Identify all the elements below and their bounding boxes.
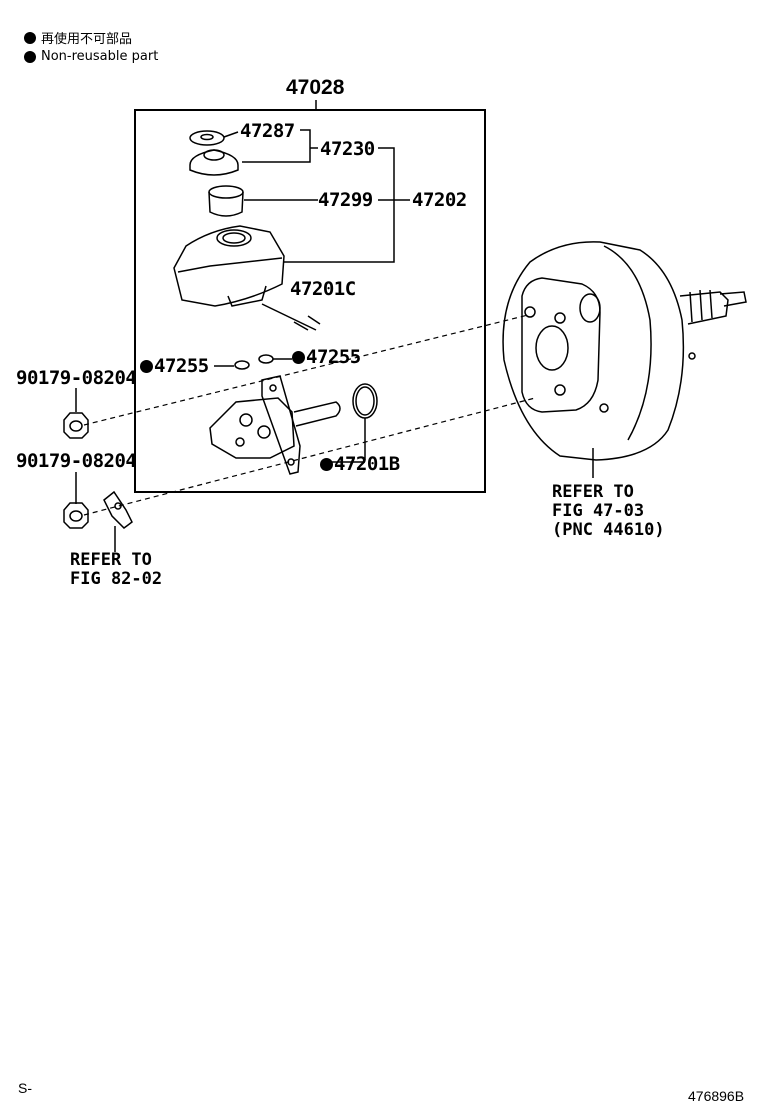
reservoir-47202-shape: [173, 225, 285, 307]
o-ring-47201B-shape: [352, 383, 378, 419]
alignment-lines: [83, 314, 536, 516]
legend-jp: 再使用不可部品: [24, 28, 132, 47]
leader-lines: [75, 129, 594, 552]
strainer-47299-shape: [208, 185, 244, 217]
bracket-shape: [103, 490, 133, 529]
label-47202: 47202: [412, 189, 467, 211]
label-47201B: 47201B: [320, 453, 400, 475]
non-reusable-dot-icon: [24, 31, 36, 44]
label-47299: 47299: [318, 189, 373, 211]
non-reusable-dot-icon: [292, 351, 305, 364]
label-47255-left-text: 47255: [154, 355, 209, 377]
label-47287: 47287: [240, 120, 295, 142]
legend-jp-text: 再使用不可部品: [41, 32, 133, 47]
seal-47255-left-shape: [234, 360, 250, 370]
non-reusable-dot-icon: [320, 458, 333, 471]
booster-reference: REFER TO FIG 47-03 (PNC 44610): [552, 482, 665, 540]
label-47255-right-text: 47255: [306, 346, 361, 368]
label-47201B-text: 47201B: [334, 453, 400, 475]
legend-en-text: Non-reusable part: [41, 49, 159, 64]
label-nut-lower: 90179-08204: [16, 450, 137, 472]
assembly-box: [134, 109, 486, 493]
brake-booster-shape: [502, 241, 747, 461]
footer-right: 476896B: [688, 1088, 745, 1104]
pin-47201C-shape: [261, 303, 321, 331]
nut-upper-shape: [63, 412, 89, 439]
label-nut-upper: 90179-08204: [16, 367, 137, 389]
label-47201C: 47201C: [290, 278, 356, 300]
seal-47255-right-shape: [258, 354, 274, 364]
legend-en: Non-reusable part: [24, 49, 158, 64]
label-47255-right: 47255: [292, 346, 361, 368]
bracket-reference: REFER TO FIG 82-02: [70, 550, 163, 589]
nut-lower-shape: [63, 502, 89, 529]
label-47028: 47028: [286, 76, 345, 99]
gasket-47287-shape: [189, 130, 225, 146]
footer-left: S-: [18, 1080, 32, 1096]
cap-47230-shape: [189, 149, 239, 176]
label-47255-left: 47255: [140, 355, 209, 377]
non-reusable-dot-icon: [140, 360, 153, 373]
label-47230: 47230: [320, 138, 375, 160]
non-reusable-dot-icon: [24, 50, 36, 63]
